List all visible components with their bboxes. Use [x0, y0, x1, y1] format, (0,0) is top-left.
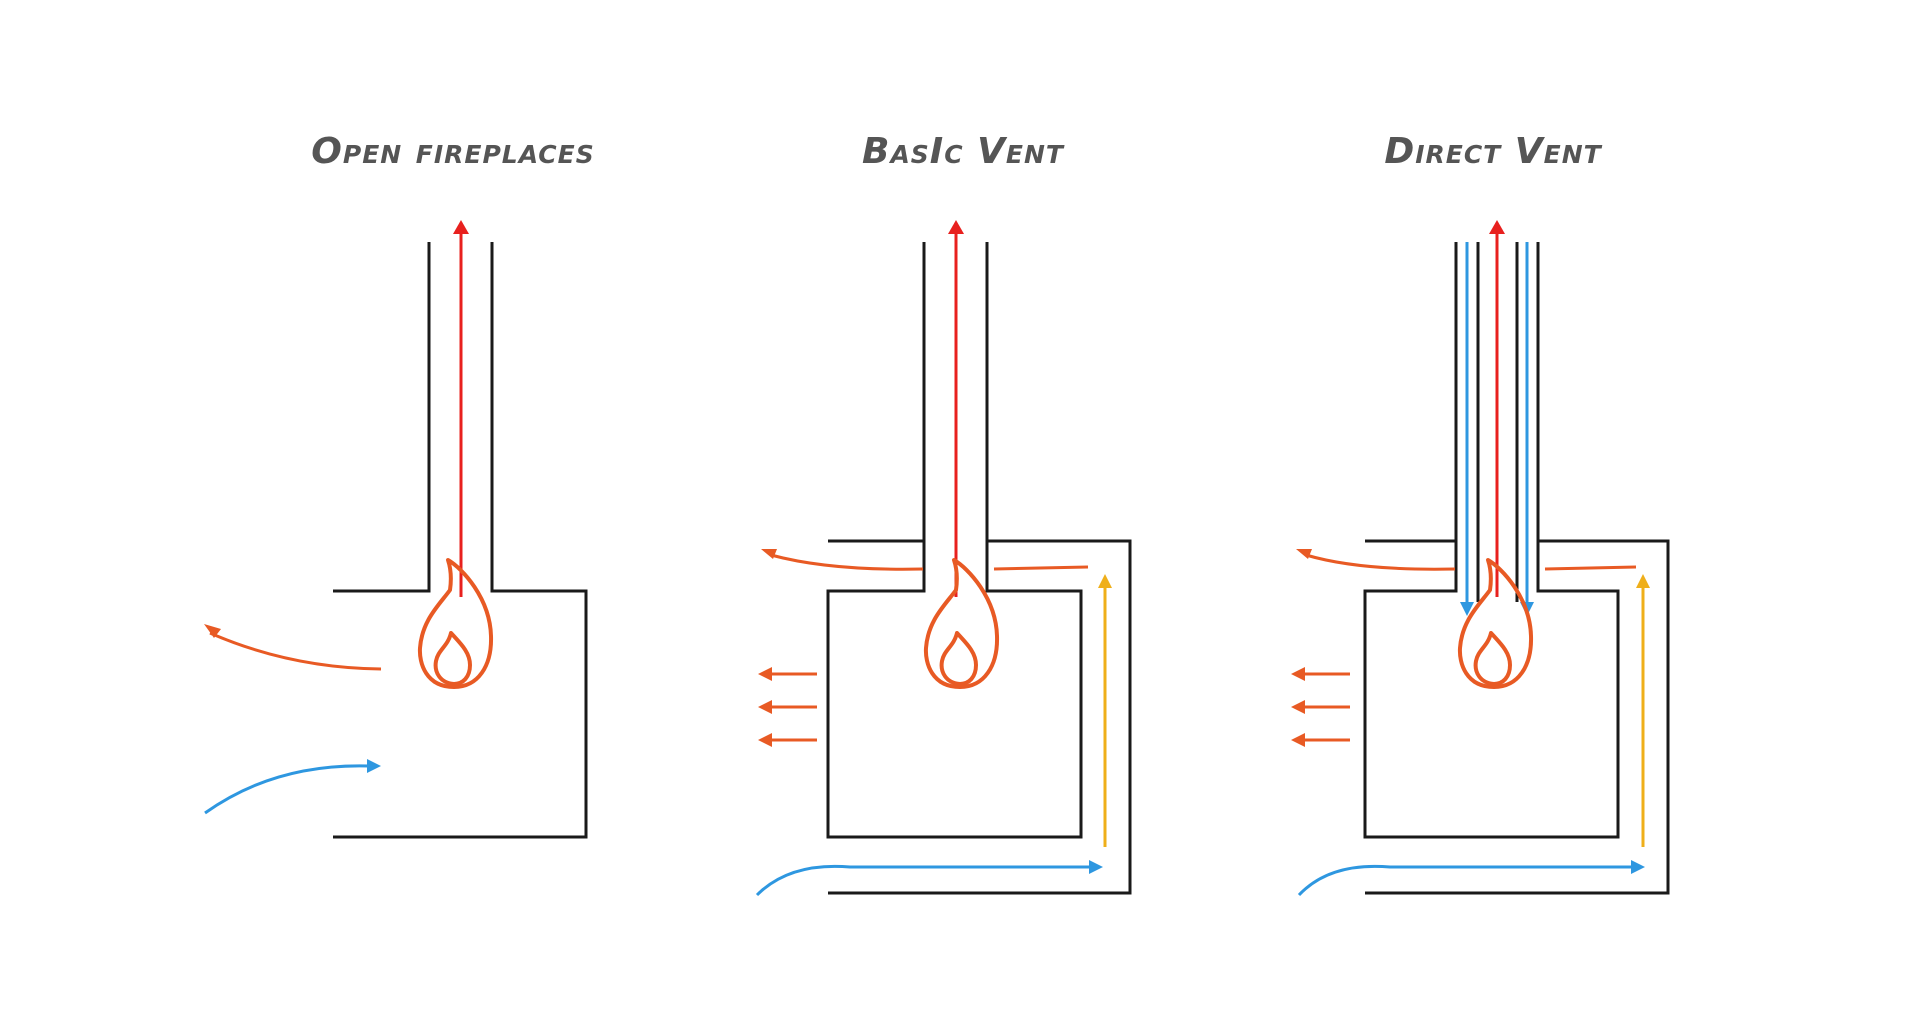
title-basic-vent: BasIc Vent — [862, 131, 1065, 172]
panel-open-fireplace — [204, 220, 588, 839]
basic-cool-air-intake-arrow — [755, 860, 1103, 897]
direct-heated-air-rising-arrow — [1636, 574, 1650, 847]
basic-vent-walls — [826, 242, 1132, 895]
direct-radiant-heat-arrows — [1291, 667, 1350, 747]
basic-warm-air-outlet-arrow — [761, 549, 1089, 571]
open-exhaust-arrow — [453, 220, 469, 597]
open-cool-air-arrow — [204, 759, 381, 815]
open-fireplace-walls — [333, 242, 588, 839]
title-direct-vent: Direct Vent — [1384, 131, 1602, 172]
flame-icon — [417, 558, 494, 689]
open-warm-air-arrow — [204, 624, 382, 671]
title-open-fireplaces: Open fireplaces — [311, 131, 594, 172]
panel-basic-vent — [755, 220, 1132, 897]
direct-combustion-air-intake-arrows — [1460, 242, 1534, 616]
basic-heated-air-rising-arrow — [1098, 574, 1112, 847]
basic-radiant-heat-arrows — [758, 667, 817, 747]
flame-icon — [923, 558, 1000, 689]
direct-vent-walls — [1363, 242, 1670, 895]
direct-exhaust-arrow — [1489, 220, 1505, 597]
flame-icon — [1457, 558, 1534, 689]
panel-direct-vent — [1291, 220, 1670, 897]
basic-exhaust-arrow — [948, 220, 964, 597]
direct-cool-air-intake-arrow — [1297, 860, 1645, 897]
direct-warm-air-outlet-arrow — [1296, 549, 1637, 571]
